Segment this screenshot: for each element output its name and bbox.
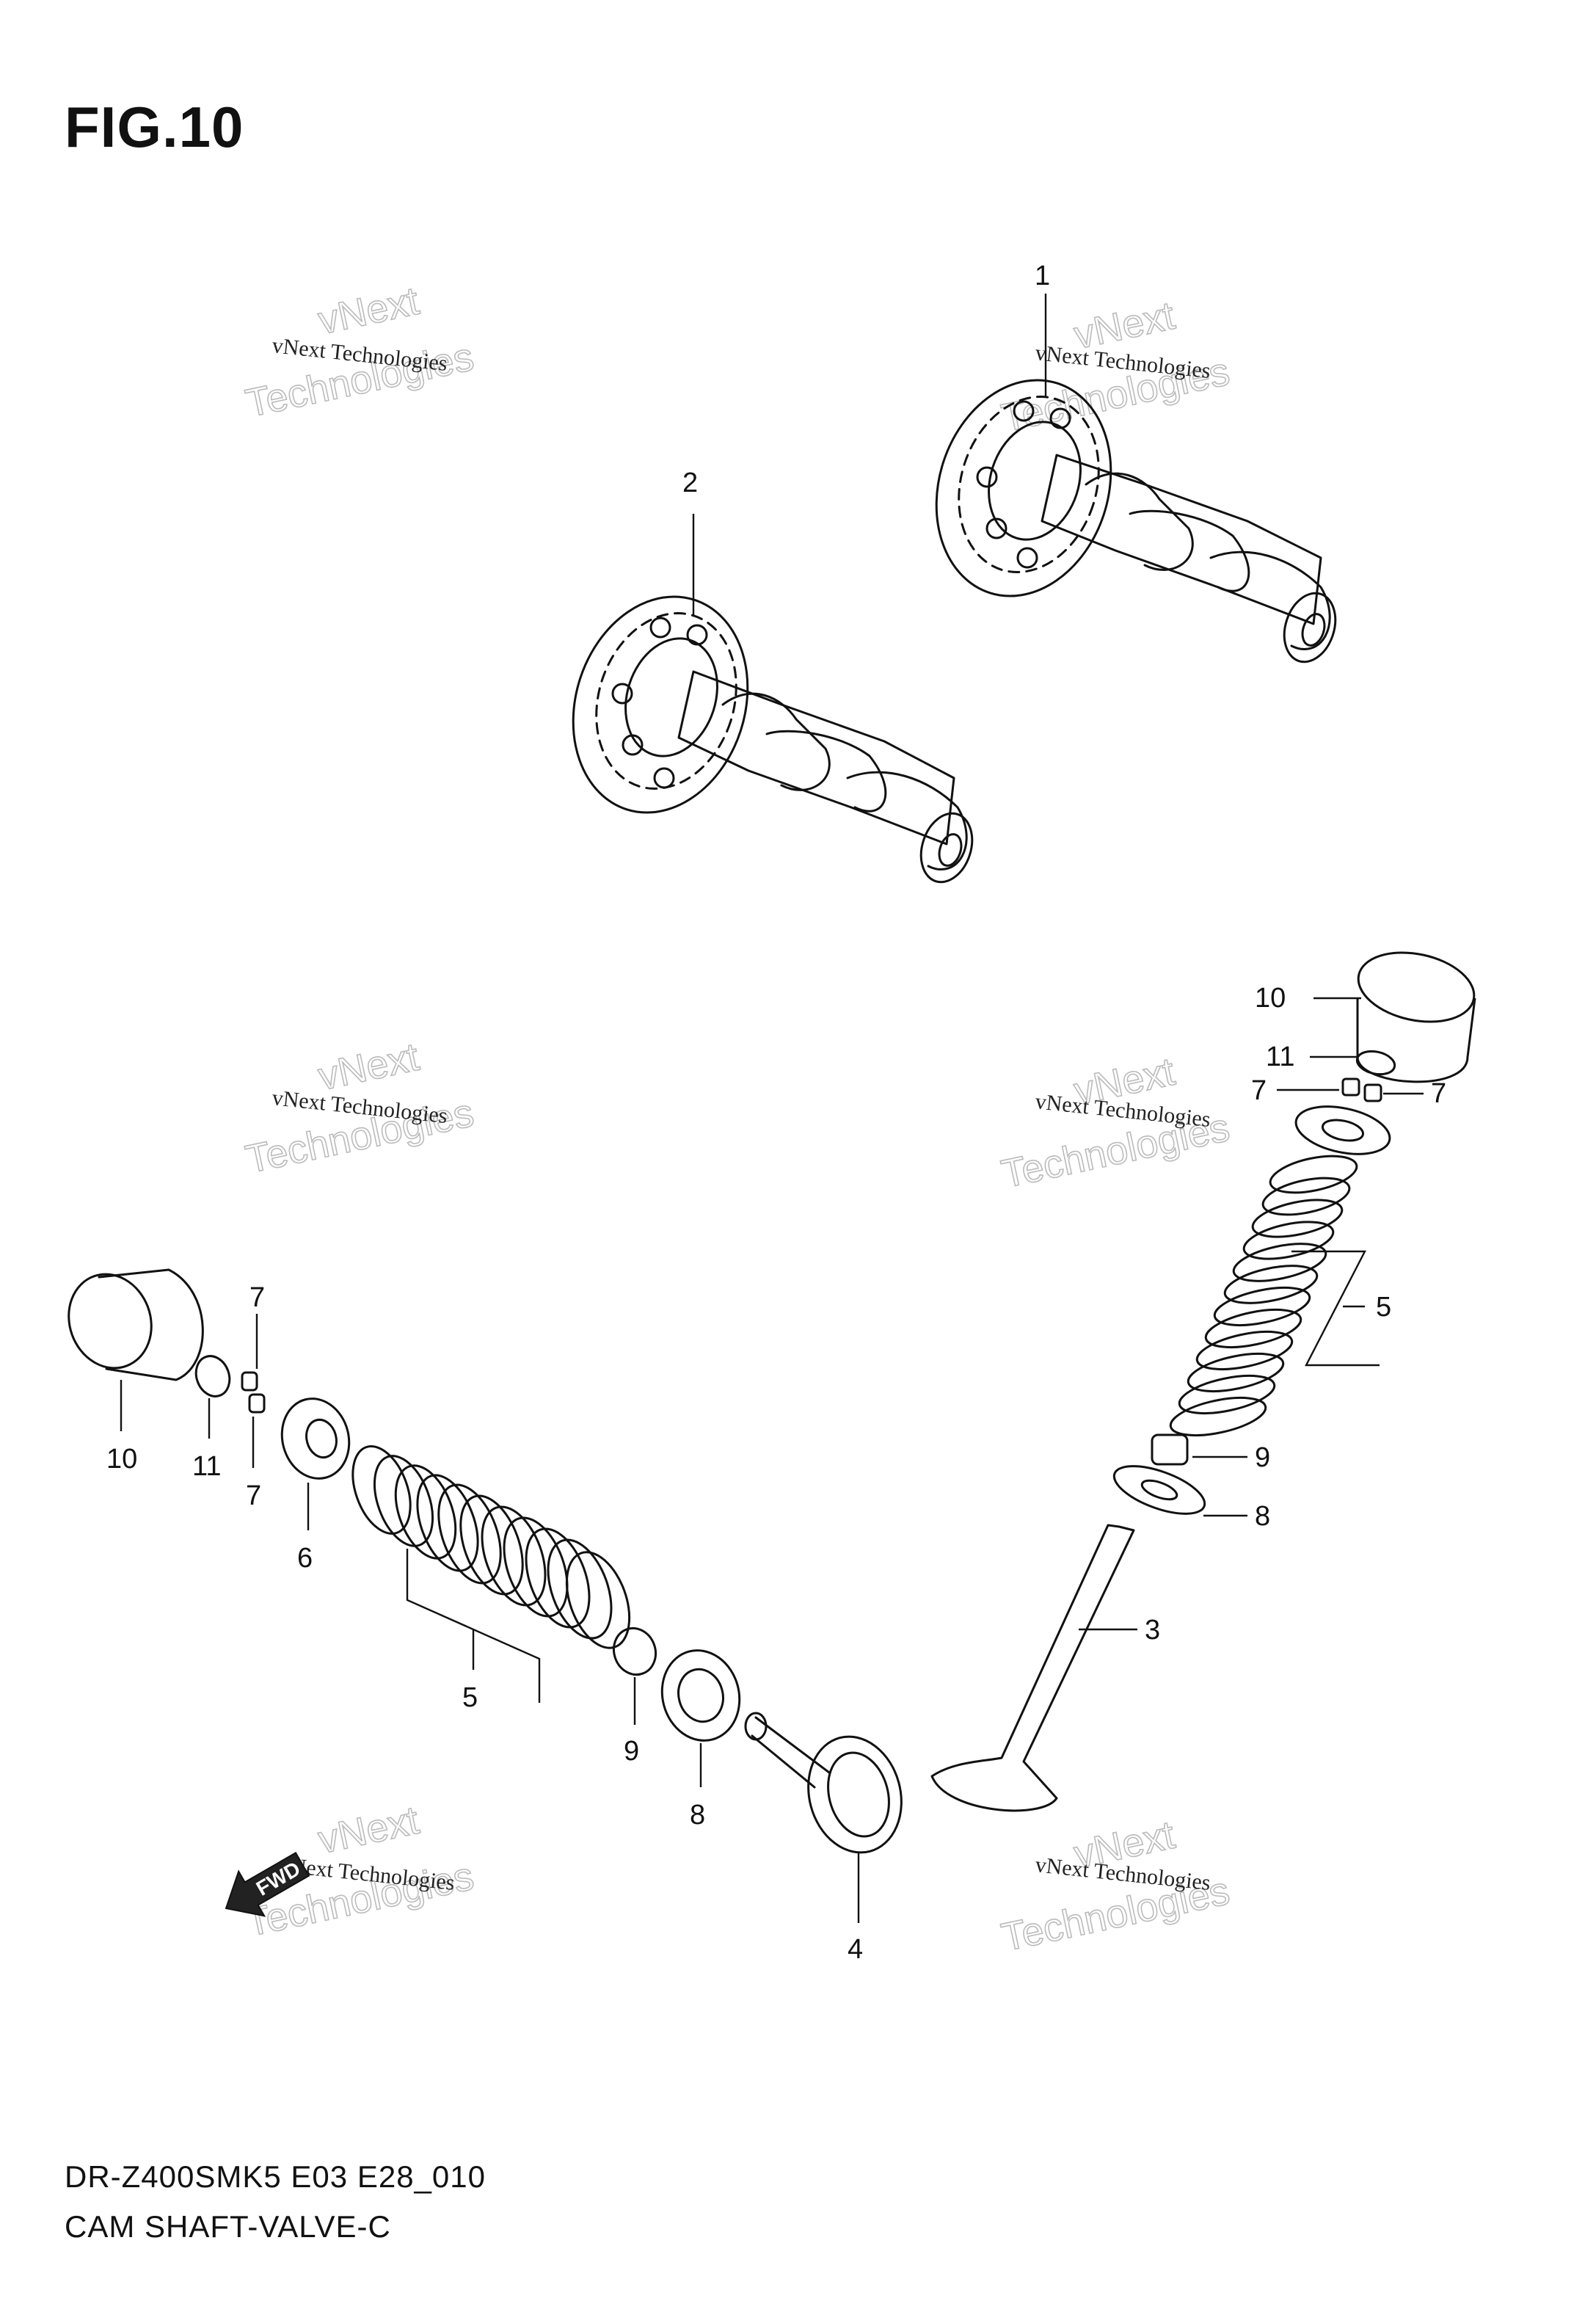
callout-3: 3 [1145,1615,1160,1646]
callout-7-right-b: 7 [1431,1078,1446,1109]
section-name: CAM SHAFT-VALVE-C [65,2209,391,2244]
callout-10-right: 10 [1255,983,1286,1014]
callout-4: 4 [848,1934,863,1965]
callout-11-left: 11 [192,1451,221,1482]
figure-title: FIG.10 [65,95,244,159]
camshaft-part-2: 2 [572,468,974,884]
callout-7-left-b: 7 [246,1480,261,1511]
callout-5-left: 5 [462,1682,478,1713]
callout-10-left: 10 [106,1444,137,1475]
callout-2: 2 [682,468,698,498]
callout-8-right: 8 [1255,1501,1270,1532]
callout-5-right: 5 [1376,1292,1391,1323]
svg-text:vNext: vNext [314,279,423,343]
camshaft-part-1: 1 [935,261,1337,664]
callout-6: 6 [297,1543,313,1574]
callout-7-right-a: 7 [1251,1075,1267,1106]
valve-assembly-left: 10 11 7 7 6 5 [68,1268,903,1965]
valve-assembly-right: 10 11 7 7 5 [930,951,1476,1812]
callout-9-left: 9 [624,1736,639,1767]
callout-1: 1 [1035,261,1050,291]
callout-9-right: 9 [1255,1442,1270,1473]
valve-spring-right [1169,1155,1358,1437]
valve-spring-left [351,1445,631,1649]
svg-text:vNext: vNext [314,1035,423,1099]
callout-8-left: 8 [690,1800,705,1831]
callout-7-left-a: 7 [249,1282,265,1313]
model-code: DR-Z400SMK5 E03 E28_010 [65,2159,486,2194]
callout-11-right: 11 [1266,1042,1294,1072]
svg-text:vNext: vNext [314,1798,423,1862]
